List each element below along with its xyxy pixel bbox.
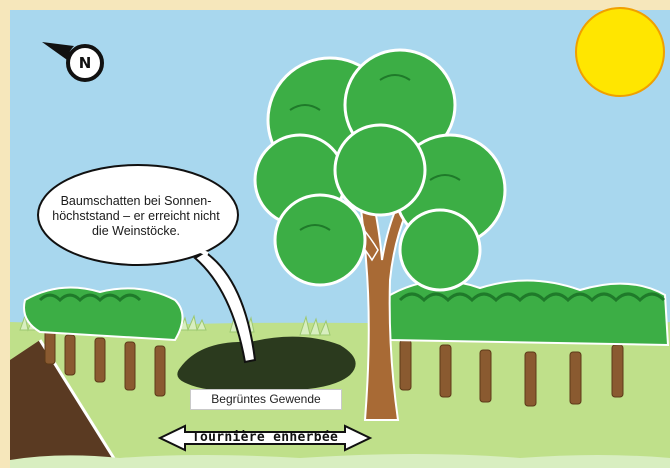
sun xyxy=(575,7,665,97)
callout-bubble xyxy=(37,164,257,364)
compass xyxy=(42,42,104,82)
tree-canopy xyxy=(253,48,507,292)
tree-canopy-detail xyxy=(289,74,461,231)
callout-text: Baumschatten bei Sonnen- höchststand – e… xyxy=(52,194,220,238)
vine-row-left xyxy=(23,286,184,397)
area-label: Begrüntes Gewende xyxy=(190,389,342,410)
tree-shadow xyxy=(177,336,356,392)
turn-label: Tournière enherbée xyxy=(191,430,339,445)
slope-edge xyxy=(10,340,120,468)
double-arrow xyxy=(157,424,373,452)
compass-letter: N xyxy=(78,54,92,72)
foreground-grass xyxy=(10,454,670,468)
